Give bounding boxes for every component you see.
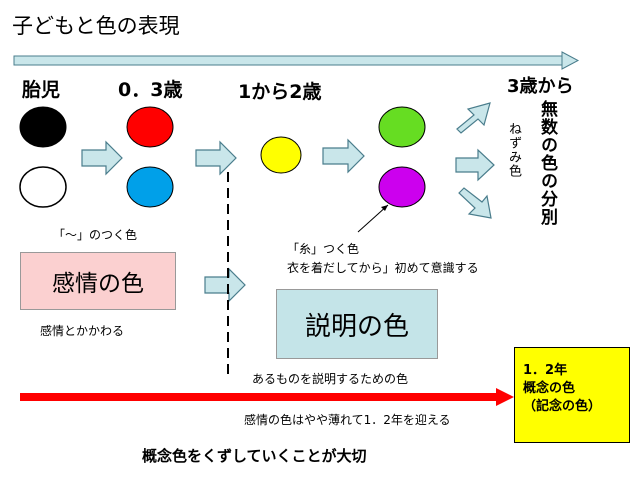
tsuku-color-label: 「～」のつく色 <box>53 228 138 242</box>
fading-label: 感情の色はやや薄れて1．2年を迎える <box>244 413 451 427</box>
vertical-main-label: 無数の色の分別 <box>537 100 557 226</box>
arrow-fetus-to-infant <box>81 140 123 176</box>
emotion-color-text: 感情の色 <box>52 271 144 297</box>
concept-line-2: 概念の色 <box>523 381 576 396</box>
top-timeline-arrow <box>13 51 580 70</box>
arrow-toddler-to-child <box>322 138 365 174</box>
explain-purpose-label: あるものを説明するための色 <box>252 372 409 386</box>
stage-age-0-3: 0．3歳 <box>118 79 183 101</box>
page-title: 子どもと色の表現 <box>12 14 180 38</box>
arrow-diagonal-up <box>456 102 491 134</box>
arrow-to-emotion-box <box>204 267 246 303</box>
emotion-color-box: 感情の色 <box>20 252 176 310</box>
explanation-color-box: 説明の色 <box>276 289 438 359</box>
concept-line-1: 1．2年 <box>523 363 568 378</box>
stage-fetus: 胎児 <box>22 79 61 101</box>
circle-black <box>19 106 67 148</box>
ito-color-label-1: 「糸」つく色 <box>287 242 360 256</box>
circle-blue <box>126 166 174 208</box>
vertical-sub-label: ねずみ色 <box>506 122 521 178</box>
red-timeline-arrow <box>20 388 514 406</box>
concept-color-box: 1．2年 概念の色 （記念の色） <box>514 347 630 443</box>
explanation-color-text: 説明の色 <box>304 311 409 342</box>
concept-line-3: （記念の色） <box>523 399 602 414</box>
arrow-right-middle <box>455 148 495 182</box>
stage-age-1-2: 1から2歳 <box>238 81 322 103</box>
stage-age-3: 3歳から <box>507 76 574 97</box>
arrow-infant-to-toddler <box>195 140 237 176</box>
circle-white <box>19 166 67 208</box>
ito-color-label-2: 衣を着だしてから」初めて意識する <box>287 261 479 275</box>
pointer-line <box>357 204 389 233</box>
conclusion-label: 概念色をくずしていくことが大切 <box>142 447 367 465</box>
circle-red <box>126 106 174 148</box>
circle-purple <box>378 166 426 208</box>
arrow-diagonal-down <box>458 187 492 219</box>
emotion-related-label: 感情とかかわる <box>40 324 125 338</box>
circle-green <box>378 106 426 148</box>
circle-yellow <box>260 136 302 174</box>
